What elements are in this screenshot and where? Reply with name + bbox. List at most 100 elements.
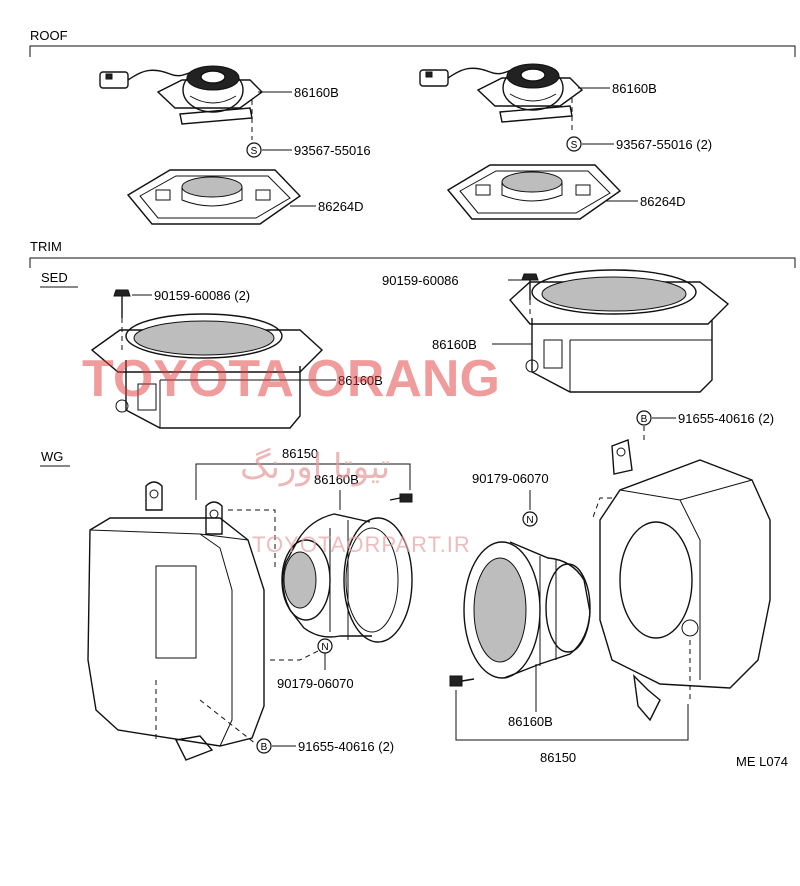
enclosure-edge <box>89 529 233 747</box>
n-symbol-text: N <box>321 642 328 653</box>
speaker-wire <box>447 67 513 79</box>
label-wg-right-bolt: 91655-40616 (2) <box>678 411 774 426</box>
clip-right <box>575 184 591 196</box>
basket-ribs <box>539 556 557 666</box>
label-sed-left-speaker: 86160B <box>338 373 383 388</box>
enclosure-top-edge <box>199 533 249 541</box>
speaker-housing <box>531 318 713 393</box>
speaker-flange <box>509 281 730 325</box>
frame-rib <box>509 93 557 102</box>
screw-head <box>449 675 463 687</box>
roof-right-cover-drawing <box>446 164 622 220</box>
screw-shank <box>461 678 475 682</box>
b-symbol-left: B <box>256 738 272 754</box>
s-symbol-circle <box>566 136 582 152</box>
s-symbol-right: S <box>566 136 582 152</box>
mount-ear <box>611 439 633 475</box>
trim-bracket <box>29 257 796 268</box>
label-wg-left-bolt: 91655-40616 (2) <box>298 739 394 754</box>
speaker-grille <box>133 320 275 356</box>
wg-right-speaker-drawing <box>463 541 591 679</box>
mount-ear <box>145 481 163 511</box>
speaker-back-cap <box>283 551 317 609</box>
enclosure-recess <box>155 565 197 659</box>
cover-inner <box>459 170 611 214</box>
speaker-back <box>545 563 591 653</box>
label-wg-right-assy: 86150 <box>540 750 576 765</box>
connector-pin <box>105 73 113 80</box>
dashed-leader <box>199 699 257 745</box>
sed-left-speaker-drawing <box>90 313 324 429</box>
connector-plug <box>419 69 449 87</box>
wg-right-enclosure-drawing <box>599 439 771 722</box>
speaker-opening <box>619 521 693 639</box>
section-title-roof: ROOF <box>30 28 68 43</box>
connector-plug <box>99 71 129 89</box>
terminal <box>137 383 157 411</box>
label-roof-left-screw: 93567-55016 <box>294 143 371 158</box>
assy-bracket <box>195 463 411 500</box>
speaker-ring <box>531 269 697 315</box>
n-symbol-text: N <box>526 515 533 526</box>
dashed-leader <box>591 497 612 521</box>
section-title-trim: TRIM <box>30 239 62 254</box>
s-symbol-text: S <box>251 146 258 157</box>
wg-left-screw <box>389 493 413 503</box>
speaker-wire <box>127 69 193 81</box>
label-roof-right-screw: 93567-55016 (2) <box>616 137 712 152</box>
s-symbol-left: S <box>246 142 262 158</box>
speaker-grille <box>541 276 687 312</box>
diagram-code: ME L074 <box>736 754 788 769</box>
label-sed-right-speaker: 86160B <box>432 337 477 352</box>
b-symbol-text: B <box>261 742 268 753</box>
housing-edge <box>569 339 712 392</box>
connector-pin <box>425 71 433 78</box>
sed-right-speaker-drawing <box>509 269 730 393</box>
s-symbol-text: S <box>571 140 578 151</box>
label-wg-left-speaker: 86160B <box>314 472 359 487</box>
watermark-brand: TOYOTA ORANG <box>82 350 500 408</box>
n-symbol-left: N <box>317 638 333 654</box>
bracket-tab <box>179 107 253 125</box>
mount-bracket <box>476 77 584 107</box>
cover-outer <box>126 169 302 225</box>
b-symbol-right: B <box>636 410 652 426</box>
roof-bracket <box>29 45 796 57</box>
mount-hole <box>525 359 539 373</box>
dashed-leader <box>270 649 321 661</box>
dashed-leader <box>228 509 276 570</box>
watermark-url: TOYOTAORPART.IR <box>252 532 471 557</box>
frame-inner <box>345 527 399 633</box>
speaker-flange <box>90 329 324 373</box>
watermark-persian: تیوتا اورنگ <box>240 447 390 487</box>
ear-hole <box>616 447 626 457</box>
housing-edge <box>159 379 300 428</box>
s-symbol-circle <box>246 142 262 158</box>
section-title-sed: SED <box>41 270 68 285</box>
bottom-bracket <box>633 674 661 722</box>
mount-hole <box>115 399 129 413</box>
label-roof-right-cover: 86264D <box>640 194 686 209</box>
roof-left-cover-drawing <box>126 169 302 225</box>
label-roof-left-speaker: 86160B <box>294 85 339 100</box>
roof-right-speaker-drawing <box>419 63 584 123</box>
label-sed-left-bolt: 90159-60086 (2) <box>154 288 250 303</box>
label-wg-right-speaker: 86160B <box>508 714 553 729</box>
speaker-grille <box>473 557 527 663</box>
mount-ear <box>205 501 223 535</box>
label-sed-right-bolt: 90159-60086 <box>382 273 459 288</box>
screw-shank <box>389 497 401 501</box>
sed-left-bolt <box>113 289 131 318</box>
clip-left <box>475 184 491 196</box>
bolt-head <box>113 289 131 297</box>
ear-hole <box>209 509 219 519</box>
magnet-cap <box>200 70 226 84</box>
speaker-frame <box>343 517 413 643</box>
enclosure-edge <box>679 499 701 680</box>
ear-hole <box>149 489 159 499</box>
grille-rim <box>501 182 563 202</box>
section-title-wg: WG <box>41 449 63 464</box>
label-roof-right-speaker: 86160B <box>612 81 657 96</box>
wg-left-speaker-drawing <box>281 513 413 643</box>
